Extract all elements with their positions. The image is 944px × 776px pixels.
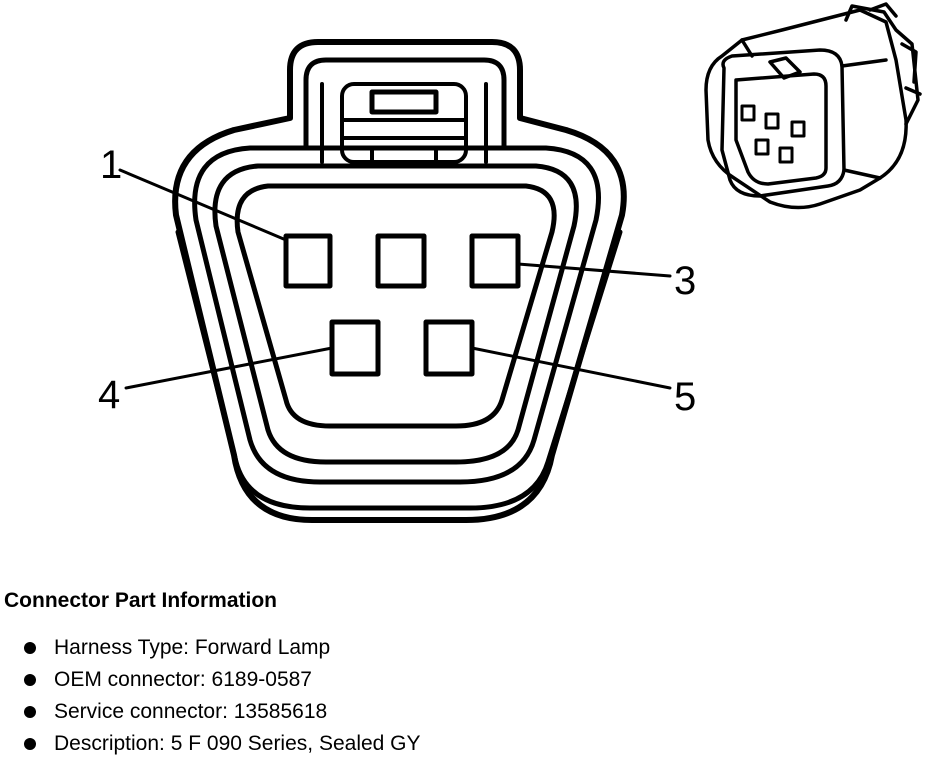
- pin-cavity-2: [375, 233, 427, 289]
- list-item: Description: 5 F 090 Series, Sealed GY: [4, 728, 924, 760]
- thumbnail-latch: [868, 2, 922, 96]
- connector-outer-shell: [172, 39, 627, 523]
- pin-cavity-1: [283, 233, 333, 289]
- pin-cavities: [283, 233, 521, 377]
- list-item: Harness Type: Forward Lamp: [4, 632, 924, 664]
- connector-shell-edge: [175, 229, 623, 511]
- connector-pin-cavity: [234, 183, 557, 429]
- leader-line-3: [516, 262, 672, 278]
- thumbnail-tab: [768, 56, 802, 80]
- info-list: Harness Type: Forward Lamp OEM connector…: [4, 632, 924, 760]
- list-item: OEM connector: 6189-0587: [4, 664, 924, 696]
- connector-shell-rim: [303, 57, 507, 151]
- thumbnail-pin: [754, 138, 770, 156]
- harness-type-text: Harness Type: Forward Lamp: [54, 636, 331, 659]
- thumbnail-edge: [740, 38, 754, 58]
- thumbnail-pin: [764, 112, 780, 130]
- locking-tab: [320, 82, 488, 164]
- leader-lines: [118, 168, 672, 390]
- description-text: Description: 5 F 090 Series, Sealed GY: [54, 732, 421, 755]
- connector-face: [172, 39, 627, 523]
- leader-line-5: [470, 346, 672, 390]
- pin-cavity-3: [469, 233, 521, 289]
- connector-part-information: Connector Part Information Harness Type:…: [4, 588, 924, 760]
- pin-label-4: 4: [98, 373, 120, 417]
- thumbnail-back-housing: [844, 4, 920, 126]
- bullet-icon: [24, 674, 36, 686]
- service-connector-text: Service connector: 13585618: [54, 700, 328, 723]
- thumbnail-edge: [842, 168, 882, 180]
- oem-connector-text: OEM connector: 6189-0587: [54, 668, 312, 691]
- thumbnail-body: [704, 8, 908, 210]
- leader-line-1: [118, 168, 288, 242]
- bullet-icon: [24, 642, 36, 654]
- locking-tab-body: [340, 82, 468, 164]
- locking-tab-window: [369, 89, 439, 115]
- bullet-icon: [24, 706, 36, 718]
- list-item: Service connector: 13585618: [4, 696, 924, 728]
- thumbnail-pin: [740, 104, 756, 122]
- thumbnail-pin: [790, 120, 806, 138]
- thumbnail-edge: [840, 58, 888, 68]
- pin-cavity-5: [423, 319, 475, 377]
- section-title: Connector Part Information: [4, 589, 278, 612]
- connector-inner-shell: [192, 145, 602, 485]
- pin-label-1: 1: [100, 143, 122, 187]
- connector-diagram: 1 3 4 5: [98, 2, 922, 523]
- pin-cavity-4: [329, 319, 381, 377]
- leader-line-4: [124, 346, 334, 390]
- pin-label-5: 5: [674, 375, 696, 419]
- pin-label-3: 3: [674, 259, 696, 303]
- connector-seal-ring: [212, 163, 579, 465]
- bullet-icon: [24, 738, 36, 750]
- thumbnail-face: [734, 72, 828, 186]
- connector-3d-thumbnail: [704, 2, 922, 210]
- thumbnail-pin: [778, 146, 794, 164]
